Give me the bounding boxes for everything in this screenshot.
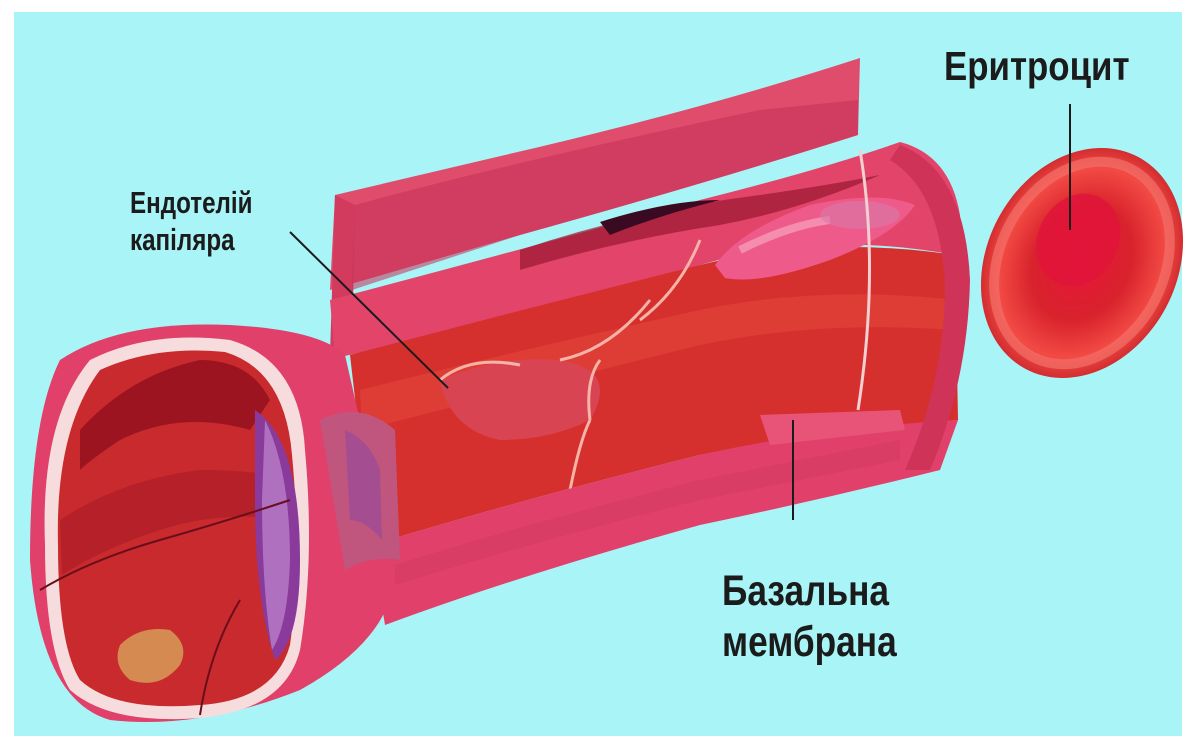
erythrocyte [942,112,1189,413]
basal-membrane-label-line-2: мембрана [722,617,897,668]
basal-membrane-label: Базальна мембрана [722,566,897,668]
basal-membrane-label-line-1: Базальна [722,566,897,617]
erythrocyte-label: Еритроцит [944,44,1130,89]
endothelium-label-line-2: капіляра [130,221,252,258]
endothelium-label: Ендотелій капіляра [130,184,252,258]
endothelium-label-line-1: Ендотелій [130,184,252,221]
